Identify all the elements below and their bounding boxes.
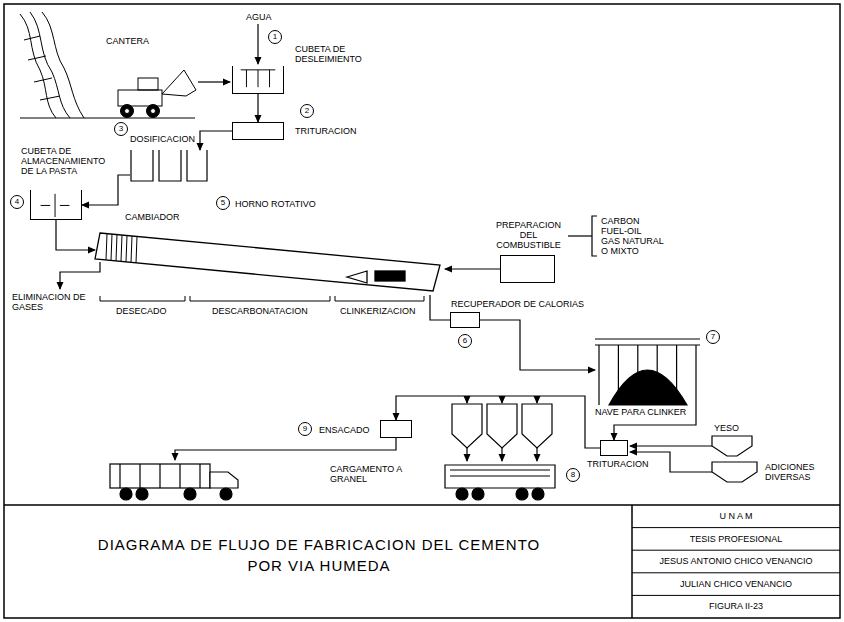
rotary-kiln-shape (95, 225, 445, 295)
node-label: CUBETA DE DESLEIMIENTO (295, 44, 385, 64)
fuel-label: CARBON (601, 216, 640, 226)
callout-number: 1 (268, 30, 282, 44)
process-box: TRITURACION (232, 122, 284, 140)
title-block-cell: U N A M (632, 505, 840, 528)
part-label: CAMBIADOR (125, 212, 180, 222)
flow-connector (56, 220, 95, 250)
kiln-zone-brackets (100, 296, 424, 301)
fuel-label: GAS NATURAL (601, 236, 664, 246)
flow-connector (200, 131, 232, 150)
mixing-tank-shape (233, 66, 283, 93)
input-label: AGUA (246, 12, 272, 22)
node-label: TRITURACION (295, 126, 357, 136)
additive-hoppers (712, 436, 757, 482)
callout-number: 5 (216, 196, 230, 210)
rotary-kiln: HORNO ROTATIVO (95, 225, 445, 295)
input-label: YESO (714, 423, 739, 433)
callout-number: 3 (114, 122, 128, 136)
truck (110, 464, 238, 500)
clinker-hall-shape (595, 335, 700, 405)
title-block-cell: TESIS PROFESIONAL (632, 528, 840, 551)
heat-recovery-box: RECUPERADOR DE CALORIAS (450, 312, 480, 328)
storage-tank-shape (31, 190, 81, 219)
zone-label: DESCARBONATACION (212, 306, 308, 316)
flow-connector (82, 175, 130, 205)
flow-lines (60, 24, 712, 472)
rail-wagon (445, 465, 555, 500)
diagram-title: DIAGRAMA DE FLUJO DE FABRICACION DEL CEM… (94, 534, 544, 576)
place-label: CANTERA (106, 36, 149, 46)
callout-number: 9 (298, 422, 312, 436)
quarry-illustration (20, 12, 196, 118)
node-label: HORNO ROTATIVO (235, 199, 316, 209)
dosing-tanks-shape (130, 150, 208, 182)
node-label: PREPARACION DEL COMBUSTIBLE (491, 220, 566, 250)
callout-number: 6 (458, 334, 472, 348)
callout-number: 7 (706, 330, 720, 344)
frame (4, 4, 840, 618)
input-label: ADICIONES DIVERSAS (765, 462, 825, 482)
clinker-hall: NAVE PARA CLINKER (595, 335, 700, 405)
callout-number: 8 (566, 468, 580, 482)
title-block-cell: JULIAN CHICO VENANCIO (632, 573, 840, 596)
flow-connector (430, 295, 450, 320)
bagging-box: ENSACADO (380, 420, 412, 438)
node-label: RECUPERADOR DE CALORIAS (451, 299, 584, 309)
storage-tank: CUBETA DE ALMACENAMIENTO DE LA PASTA (30, 190, 82, 220)
title-block-cell: FIGURA II-23 (632, 595, 840, 618)
fuel-preparation-box: PREPARACION DEL COMBUSTIBLE (500, 255, 555, 283)
mixing-tank: CUBETA DE DESLEIMIENTO (232, 66, 284, 94)
silos (452, 404, 552, 448)
callout-number: 2 (300, 104, 314, 118)
callout-number: 4 (10, 195, 24, 209)
zone-label: DESECADO (116, 306, 167, 316)
title-block-cell: JESUS ANTONIO CHICO VENANCIO (632, 550, 840, 573)
flow-connector (480, 320, 595, 370)
fuel-label: FUEL-OIL (601, 226, 642, 236)
zone-label: CLINKERIZACION (340, 306, 416, 316)
dosing-tanks: DOSIFICACION (130, 150, 208, 182)
node-label: ENSACADO (319, 425, 370, 435)
fuel-label: O MIXTO (601, 246, 639, 256)
part-label: ELIMINACION DE GASES (12, 292, 98, 312)
flow-connector (257, 94, 258, 122)
part-label: CARGAMENTO A GRANEL (330, 464, 410, 484)
node-label: CUBETA DE ALMACENAMIENTO DE LA PASTA (21, 146, 113, 176)
node-label: TRITURACION (587, 459, 649, 469)
grinding-box: TRITURACION (600, 440, 628, 456)
flow-connector (445, 268, 500, 269)
node-label: DOSIFICACION (130, 134, 195, 144)
flow-connector (396, 396, 600, 448)
node-label: NAVE PARA CLINKER (595, 407, 686, 417)
